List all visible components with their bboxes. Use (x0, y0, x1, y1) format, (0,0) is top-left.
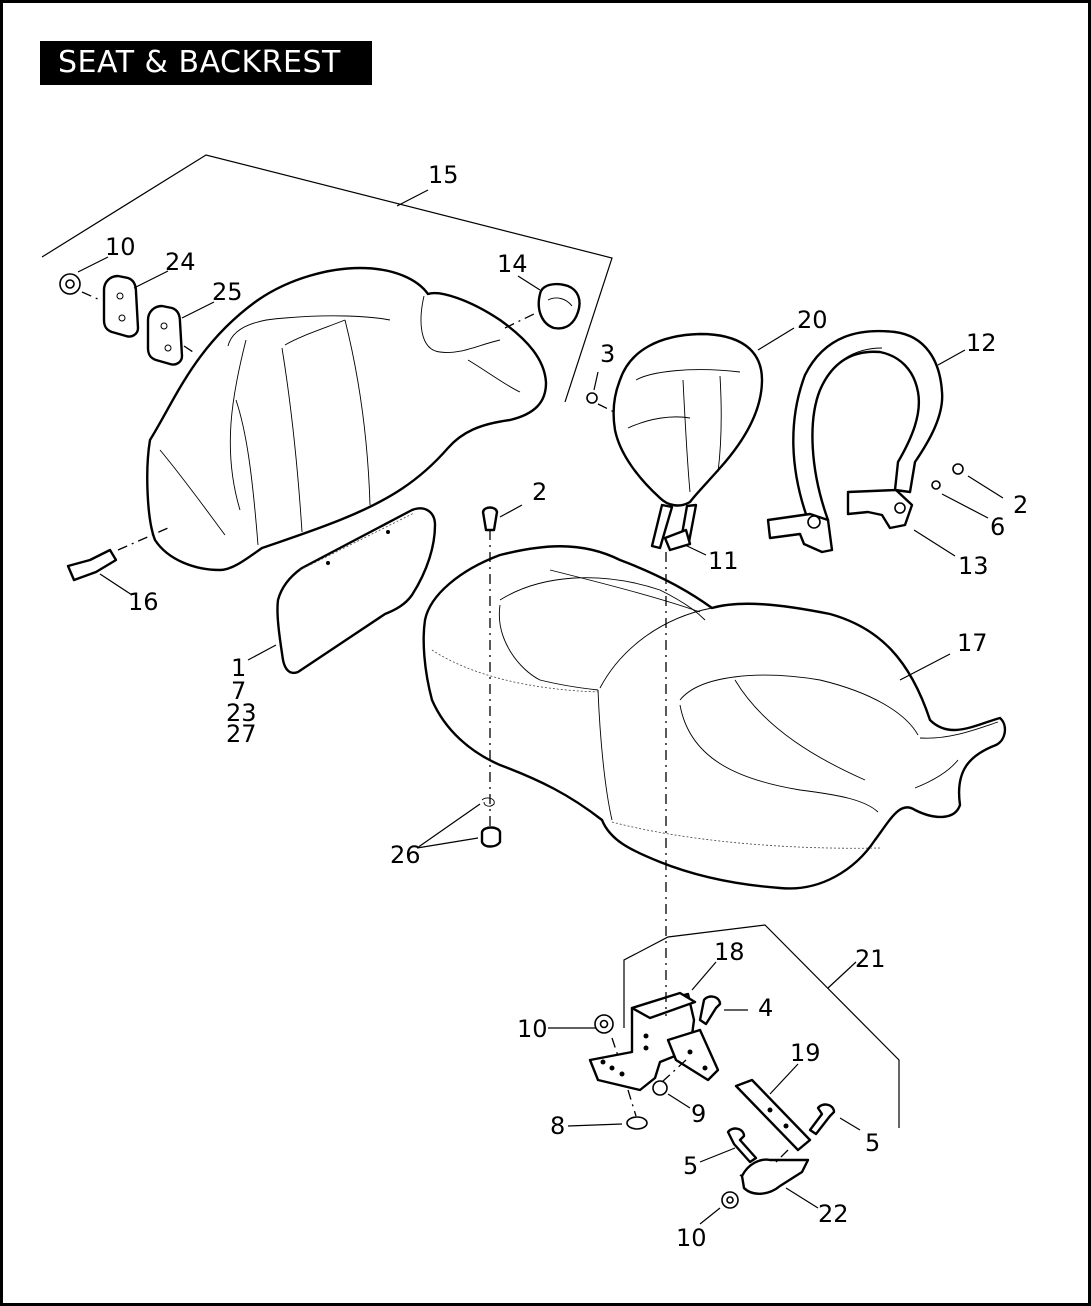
callout-1: 1 (231, 654, 246, 682)
callout-7: 7 (231, 677, 246, 705)
page-title: SEAT & BACKREST (58, 45, 341, 80)
callout-25: 25 (212, 278, 243, 306)
callout-19: 19 (790, 1039, 821, 1067)
callout-2-right: 2 (1013, 491, 1028, 519)
callout-17: 17 (957, 629, 988, 657)
callout-5-left: 5 (683, 1152, 698, 1180)
callout-labels: 15 10 24 25 14 3 20 12 2 2 6 13 11 16 17… (105, 161, 1028, 1252)
callout-20: 20 (797, 306, 828, 334)
assembly-bracket-15 (41, 154, 613, 403)
hardware-parts (59, 273, 964, 1209)
seat-mount-assembly (588, 924, 900, 1195)
callout-10-bottom: 10 (676, 1224, 707, 1252)
callout-9: 9 (691, 1100, 706, 1128)
callout-11: 11 (708, 547, 739, 575)
callout-21: 21 (855, 945, 886, 973)
callout-24: 24 (165, 248, 196, 276)
backrest-plate (276, 507, 437, 674)
title-banner: SEAT & BACKREST (40, 41, 372, 85)
callout-27: 27 (226, 720, 257, 748)
callout-13: 13 (958, 552, 989, 580)
sissy-bar-upright (766, 329, 944, 554)
callout-12: 12 (966, 329, 997, 357)
callout-4: 4 (758, 994, 773, 1022)
callout-18: 18 (714, 938, 745, 966)
callout-14: 14 (497, 250, 528, 278)
callout-3: 3 (600, 340, 615, 368)
callout-26: 26 (390, 841, 421, 869)
callout-16: 16 (128, 588, 159, 616)
driver-backrest-pad (612, 332, 764, 550)
main-seat (422, 545, 1007, 890)
callout-23: 23 (226, 699, 257, 727)
callout-15: 15 (428, 161, 459, 189)
alignment-lines (81, 291, 789, 1177)
callout-5-right: 5 (865, 1129, 880, 1157)
callout-6: 6 (990, 513, 1005, 541)
leader-lines (77, 189, 1004, 1225)
callout-2-center: 2 (532, 478, 547, 506)
callout-8: 8 (550, 1112, 565, 1140)
callout-22: 22 (818, 1200, 849, 1228)
callout-10-top: 10 (105, 233, 136, 261)
callout-10-mid: 10 (517, 1015, 548, 1043)
backrest-pad (146, 266, 548, 572)
